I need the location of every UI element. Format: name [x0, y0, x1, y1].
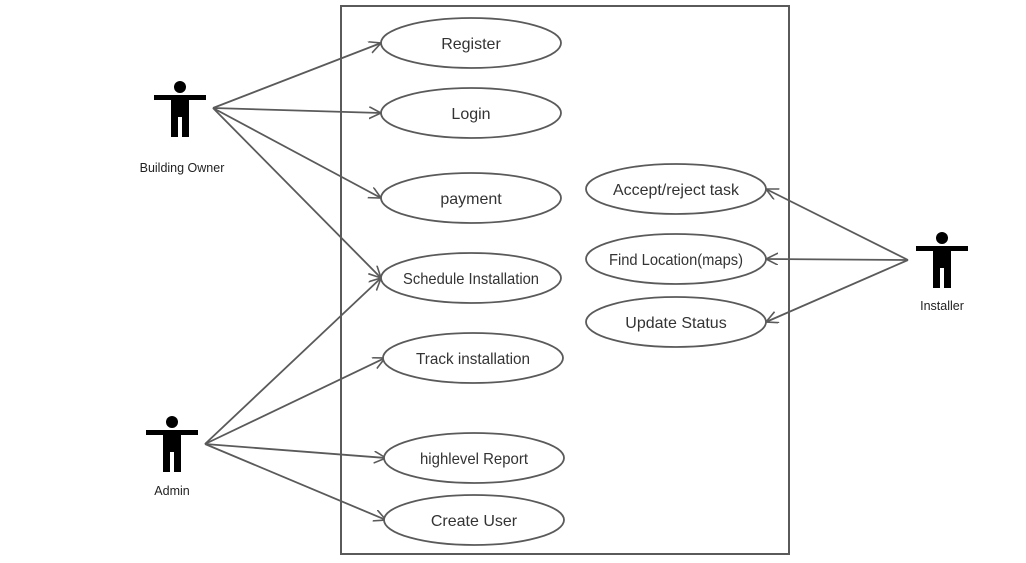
association-admin-highlevel_report — [204, 443, 386, 458]
use-case-label: Find Location(maps) — [609, 252, 743, 269]
association-installer-find_location — [766, 259, 909, 260]
actor-admin[interactable]: Admin — [146, 416, 198, 498]
association-building_owner-login — [212, 108, 381, 113]
system-boundary — [340, 5, 790, 555]
actor-installer[interactable]: Installer — [916, 232, 968, 313]
use-case-login[interactable]: Login — [380, 87, 562, 139]
use-case-find-location[interactable]: Find Location(maps) — [585, 233, 767, 285]
actor-label: Building Owner — [140, 161, 225, 175]
use-case-label: Register — [441, 36, 501, 53]
association-admin-track_installation — [204, 358, 385, 445]
use-case-label: payment — [440, 191, 502, 208]
use-case-highlevel-report[interactable]: highlevel Report — [383, 432, 565, 484]
use-case-track-installation[interactable]: Track installation — [382, 332, 564, 384]
association-building_owner-register — [212, 43, 381, 109]
association-building_owner-payment — [212, 107, 381, 198]
use-case-update-status[interactable]: Update Status — [585, 296, 767, 348]
association-installer-update_status — [766, 259, 909, 322]
use-case-label: Schedule Installation — [403, 271, 539, 288]
stick-figure-icon — [916, 232, 968, 288]
use-case-accept-reject-task[interactable]: Accept/reject task — [585, 163, 767, 215]
actor-building-owner[interactable]: Building Owner — [140, 81, 225, 175]
use-case-label: Create User — [431, 513, 518, 530]
stick-figure-icon — [154, 81, 206, 137]
use-case-create-user[interactable]: Create User — [383, 494, 565, 546]
use-case-label: highlevel Report — [420, 451, 529, 468]
use-case-label: Track installation — [416, 351, 530, 368]
actor-label: Installer — [920, 299, 964, 313]
associations — [204, 43, 909, 520]
use-case-register[interactable]: Register — [380, 17, 562, 69]
use-case-payment[interactable]: payment — [380, 172, 562, 224]
association-admin-schedule_installation — [204, 278, 381, 445]
use-case-label: Update Status — [625, 315, 726, 332]
association-building_owner-schedule_installation — [212, 107, 381, 278]
use-case-label: Login — [451, 106, 490, 123]
actor-label: Admin — [154, 484, 189, 498]
association-admin-create_user — [204, 443, 386, 520]
use-case-label: Accept/reject task — [613, 182, 740, 199]
use-case-schedule-installation[interactable]: Schedule Installation — [380, 252, 562, 304]
stick-figure-icon — [146, 416, 198, 472]
association-installer-accept_reject_task — [766, 188, 909, 261]
